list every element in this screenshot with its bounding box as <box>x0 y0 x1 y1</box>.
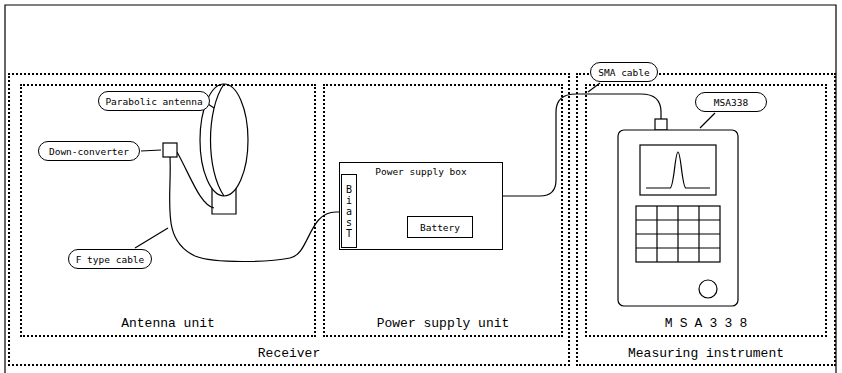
callout-label: Down-converter <box>49 146 129 157</box>
power-supply-box: Power supply boxBias T Battery <box>339 162 503 250</box>
instrument-body <box>618 130 738 306</box>
dish-rim <box>211 84 225 196</box>
part-label: Measuring instrument <box>578 346 834 361</box>
keypad <box>636 206 720 262</box>
instrument-connector <box>655 119 667 130</box>
part-label: Power supply unit <box>325 316 561 331</box>
part-label: Antenna unit <box>22 316 314 331</box>
antenna-unit-region: Antenna unit Parabolic antennaDown-conver… <box>20 84 316 337</box>
instrument-region: MSA338MSA338 <box>585 84 827 337</box>
part-label: Power supply box <box>340 166 502 177</box>
spectrum-trace <box>646 152 710 188</box>
bias-t-block: Bias T <box>341 174 357 248</box>
leader-line <box>141 150 161 151</box>
converter-arm <box>177 152 214 208</box>
part-label: MSA338 <box>587 316 825 331</box>
leader-line <box>135 228 168 248</box>
callout: Down-converter <box>38 141 140 161</box>
part-label: Receiver <box>10 346 568 361</box>
keypad-grid <box>636 206 720 262</box>
f-type-cable <box>170 157 344 262</box>
callout-label: SMA cable <box>598 67 649 78</box>
callout-label: MSA338 <box>714 97 748 108</box>
instrument-knob <box>699 280 717 298</box>
callout: SMA cable <box>590 62 658 82</box>
callout-label: F type cable <box>76 254 145 265</box>
leader-line <box>700 113 715 128</box>
callout-label: Parabolic antenna <box>105 96 202 107</box>
callout: F type cable <box>68 249 152 269</box>
receiver-region: Receiver Antenna unit Parabolic antennaDow… <box>8 73 570 366</box>
callout: Parabolic antenna <box>98 91 210 111</box>
battery-block: Battery <box>407 216 473 238</box>
instrument-screen <box>640 145 716 195</box>
down-converter-symbol <box>163 143 177 157</box>
frame <box>5 5 836 373</box>
measuring-instrument-region: Measuring instrumentSMA cableMSA338MSA33… <box>576 73 836 366</box>
power-supply-unit-region: Power supply unit Power supply boxBias T B… <box>323 84 563 337</box>
part-label: Bias T <box>344 184 354 239</box>
part-label: Battery <box>420 222 460 233</box>
callout: MSA338 <box>695 92 767 112</box>
